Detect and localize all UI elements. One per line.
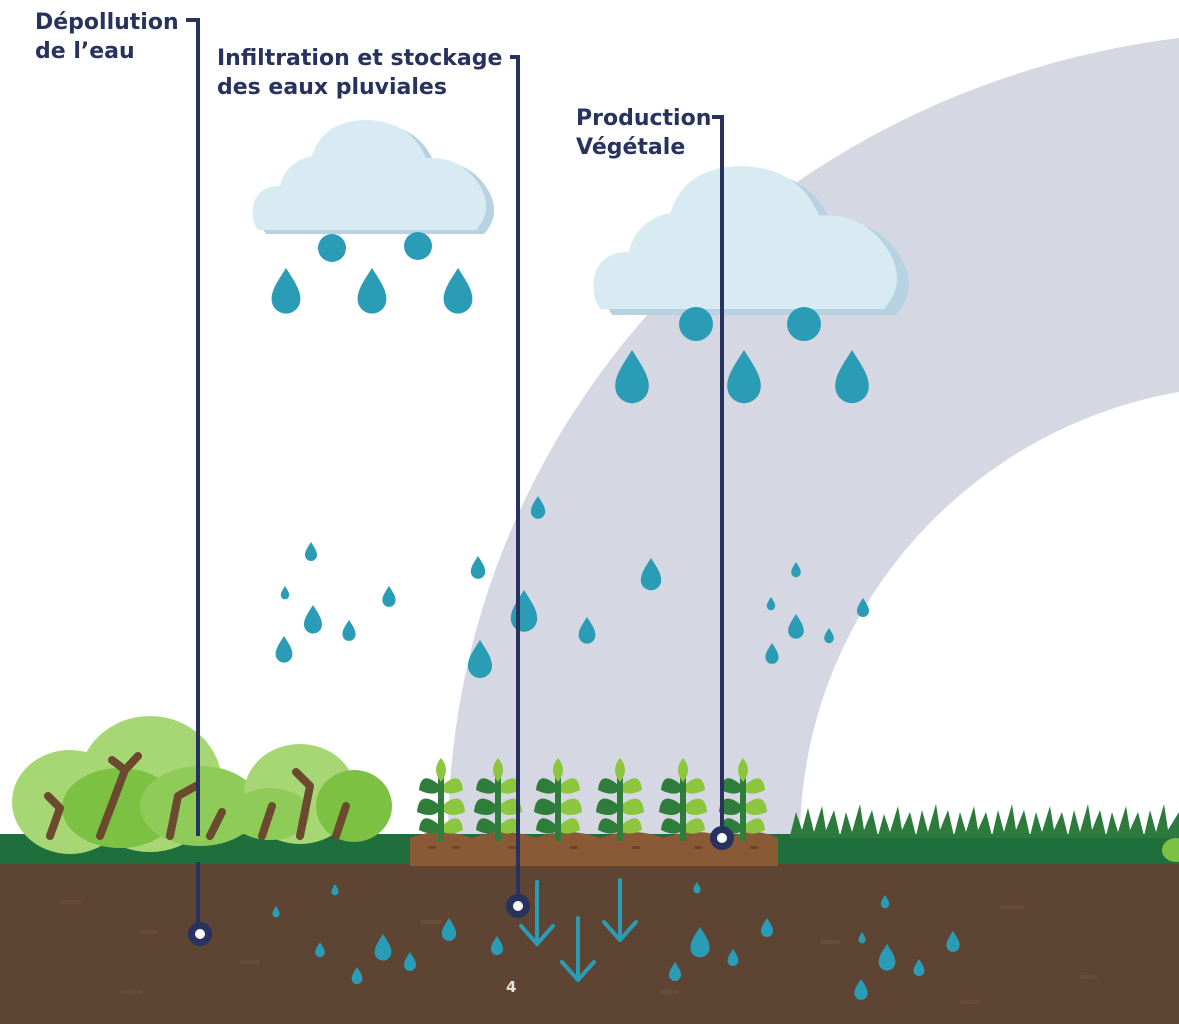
- soil-layer: [0, 862, 1179, 1024]
- raindrop-icon: [357, 268, 387, 314]
- label-depollution-line2: de l’eau: [35, 39, 135, 64]
- label-depollution-line1: Dépollution: [35, 10, 179, 35]
- raindrop-icon: [280, 586, 290, 600]
- label-production-line2: Végétale: [576, 135, 686, 160]
- bush-icon: [1162, 838, 1179, 862]
- infiltration-arrow-icon: [560, 916, 596, 982]
- raindrop-icon: [470, 556, 486, 579]
- bush-icon: [12, 716, 260, 854]
- background-arc: [448, 38, 1179, 1024]
- label-infiltration: Infiltration et stockage des eaux pluvia…: [217, 44, 502, 102]
- callout-marker-icon: [710, 826, 734, 850]
- callout-line-infiltration: [510, 55, 520, 904]
- raindrop-icon: [275, 636, 293, 663]
- page-number: 4: [506, 978, 517, 996]
- callout-marker-icon: [506, 894, 530, 918]
- callout-marker-icon: [188, 922, 212, 946]
- callout-line-production: [712, 115, 724, 836]
- raindrop-icon: [443, 268, 473, 314]
- raindrop-icon: [304, 605, 322, 634]
- bush-icon: [230, 744, 392, 844]
- callout-line-depollution: [186, 18, 200, 836]
- raindrop-icon: [305, 542, 317, 561]
- grass-icon: [790, 804, 1179, 838]
- label-production-line1: Production: [576, 106, 712, 131]
- label-infiltration-line1: Infiltration et stockage: [217, 46, 503, 71]
- cloud-icon: [252, 120, 495, 262]
- label-depollution: Dépollution de l’eau: [35, 8, 179, 66]
- label-infiltration-line2: des eaux pluviales: [217, 75, 447, 100]
- infiltration-arrow-icon: [602, 878, 638, 942]
- raindrop-icon: [271, 268, 301, 314]
- cloud-icon: [593, 166, 909, 341]
- infiltration-arrow-icon: [519, 880, 555, 946]
- label-production: Production Végétale: [576, 104, 711, 162]
- raindrop-icon: [382, 586, 396, 607]
- raindrop-icon: [342, 620, 356, 641]
